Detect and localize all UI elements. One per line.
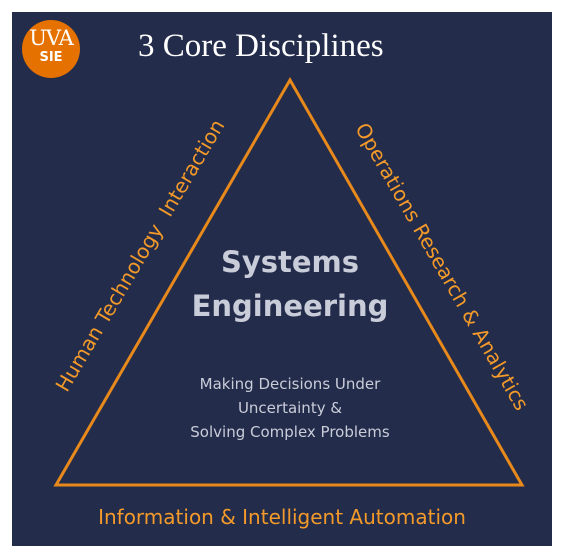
center-subtitle: Making Decisions Under Uncertainty & Sol… [130,372,450,444]
disciplines-triangle [53,76,525,487]
center-subtitle-line1: Making Decisions Under [199,375,381,393]
diagram-title: 3 Core Disciplines [138,28,384,64]
center-subtitle-line3: Solving Complex Problems [190,423,390,441]
center-title: Systems Engineering [120,240,460,328]
logo-text-sie: SIE [39,50,63,65]
discipline-label-bottom: Information & Intelligent Automation [98,505,466,529]
center-title-line1: Systems [220,245,360,279]
logo-text-uva: UVA [29,26,74,50]
uva-sie-logo: UVA SIE [22,20,80,78]
center-title-line2: Engineering [191,289,389,323]
diagram-background [12,12,552,546]
center-subtitle-line2: Uncertainty & [237,399,343,417]
